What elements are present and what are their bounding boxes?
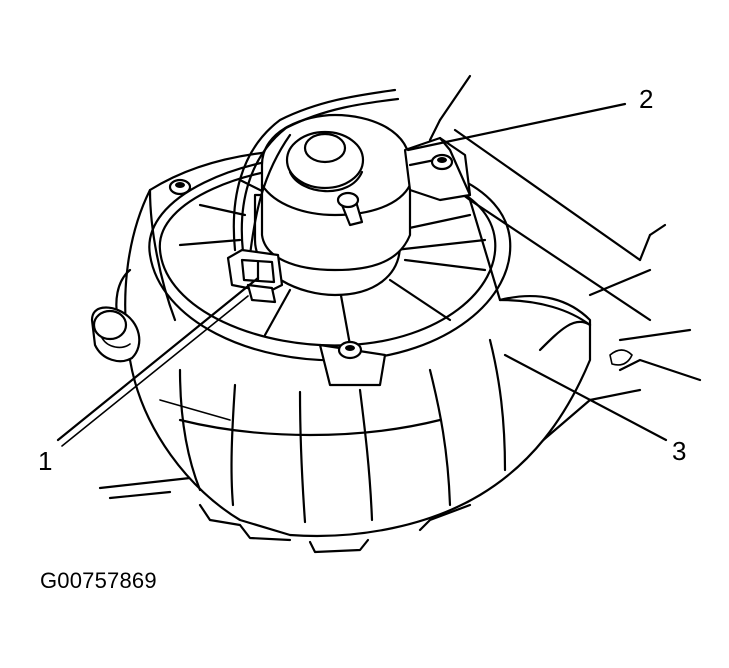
leader-line-1b [61,295,249,447]
mounting-screws [168,153,454,360]
mounting-ring [148,153,512,387]
dash-panel-lines [98,74,702,502]
callout-3: 3 [672,436,686,466]
screw-bottom [337,340,363,360]
figure-id: G00757869 [40,568,157,593]
leader-lines [56,102,668,447]
callout-1: 1 [38,446,52,476]
leader-line-2 [406,102,627,152]
screw-right [430,153,454,171]
leader-line-1 [56,276,260,442]
side-inlet-knob [90,306,141,363]
screw-top-left [168,178,192,196]
blower-motor [253,113,472,297]
callout-2: 2 [639,84,653,114]
leader-line-3 [503,353,668,442]
